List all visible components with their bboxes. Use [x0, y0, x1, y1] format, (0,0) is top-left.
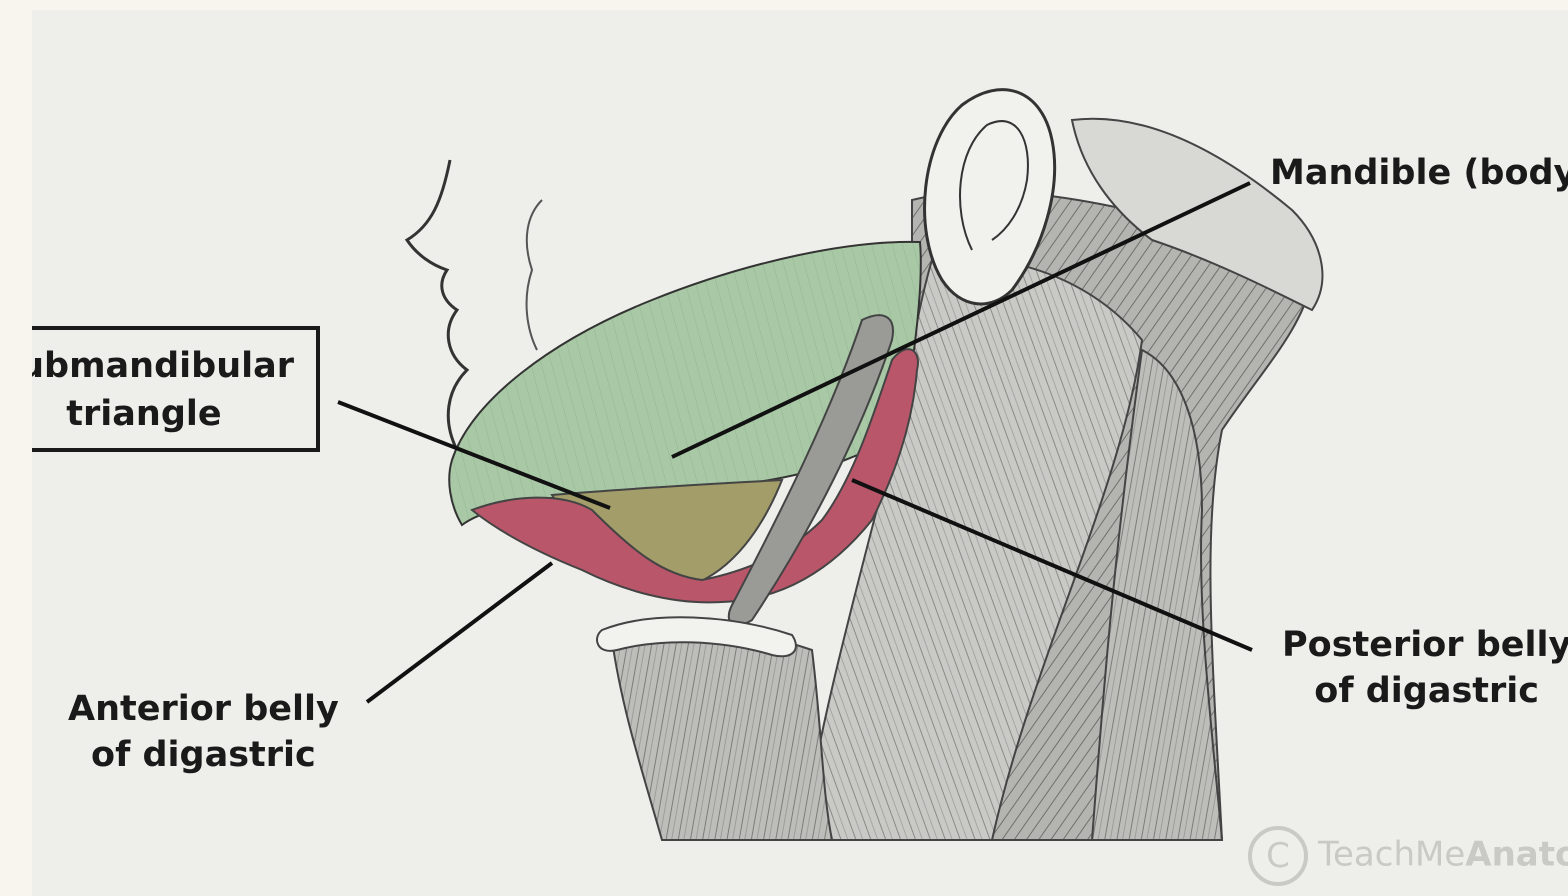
mandible-label: Mandible (body) [1270, 150, 1568, 196]
posterior-belly-label: Posterior belly of digastric [1282, 622, 1568, 714]
leader-anterior [367, 563, 552, 702]
teachmeanatomy-watermark: CTeachMeAnatomy [1248, 826, 1568, 886]
submandibular-triangle-box: Submandibular triangle [32, 326, 320, 452]
anterior-belly-label: Anterior belly of digastric [68, 686, 339, 778]
face-profile [407, 160, 467, 450]
infrahyoid-muscles [612, 625, 832, 840]
submandibular-label-line2: triangle [32, 390, 294, 438]
copyright-icon: C [1248, 826, 1308, 886]
submandibular-label-line1: Submandibular [32, 342, 294, 390]
diagram-canvas: Mandible (body) Submandibular triangle A… [32, 10, 1568, 896]
